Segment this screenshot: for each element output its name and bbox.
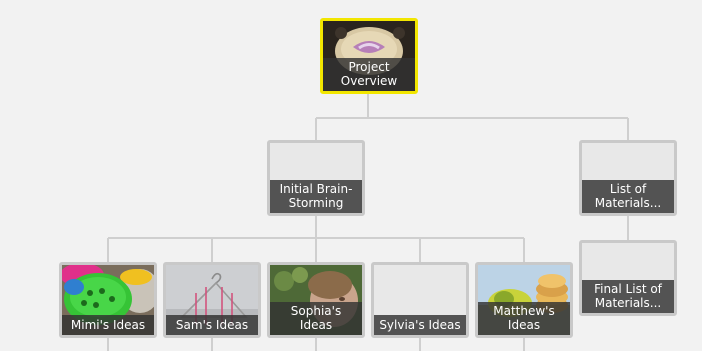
node-label: Sylvia's Ideas — [374, 315, 466, 335]
node-initial-brainstorming[interactable]: Initial Brain- Storming — [267, 140, 365, 216]
node-project-overview[interactable]: Project Overview — [320, 18, 418, 94]
node-final-list-of-materials[interactable]: Final List of Materials... — [579, 240, 677, 316]
node-label: Initial Brain- Storming — [270, 180, 362, 213]
node-sams-ideas[interactable]: Sam's Ideas — [163, 262, 261, 338]
node-matthews-ideas[interactable]: Matthew's Ideas — [475, 262, 573, 338]
node-mimis-ideas[interactable]: Mimi's Ideas — [59, 262, 157, 338]
node-label: Sophia's Ideas — [270, 302, 362, 335]
node-list-of-materials[interactable]: List of Materials... — [579, 140, 677, 216]
node-label: Mimi's Ideas — [62, 315, 154, 335]
node-label: Project Overview — [323, 58, 415, 91]
node-label: Sam's Ideas — [166, 315, 258, 335]
node-sylvias-ideas[interactable]: Sylvia's Ideas — [371, 262, 469, 338]
node-label: Matthew's Ideas — [478, 302, 570, 335]
child-photo-icon — [270, 265, 362, 335]
node-label: List of Materials... — [582, 180, 674, 213]
node-label: Final List of Materials... — [582, 280, 674, 313]
node-sophias-ideas[interactable]: Sophia's Ideas — [267, 262, 365, 338]
